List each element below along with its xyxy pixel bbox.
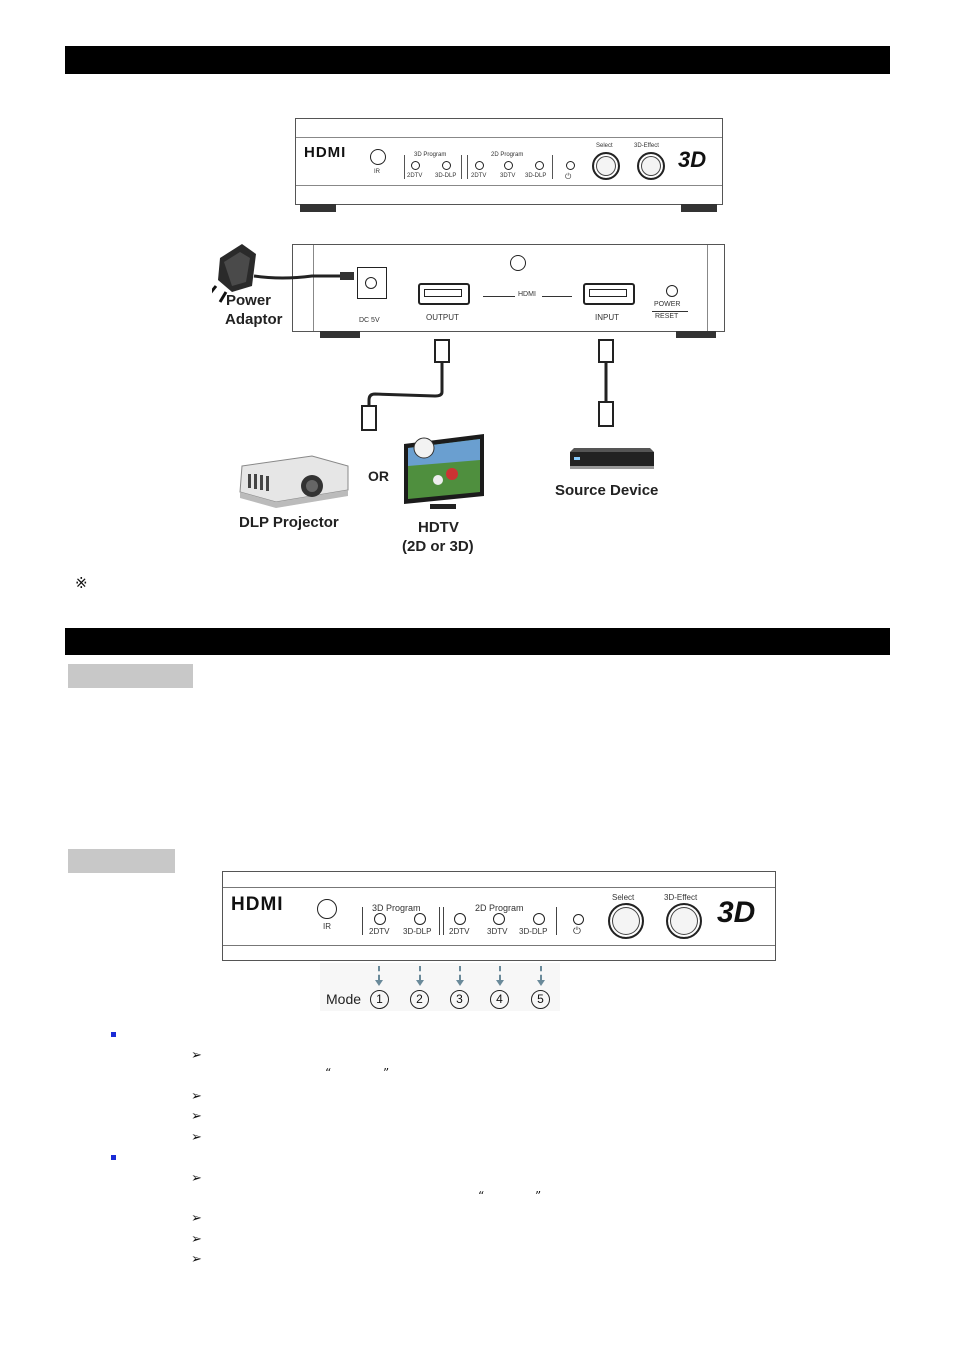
hdtv-icon [404,434,484,509]
arrow-bullet-icon: ➢ [191,1252,202,1267]
led-label-large-2: 3D-DLP [403,927,432,936]
hdmi-input-port [583,283,635,305]
arrow-bullet-icon: ➢ [191,1130,202,1145]
led-label-5: 3D-DLP [525,173,547,179]
screw-icon [510,255,526,271]
led-label-2: 3D-DLP [435,173,457,179]
power-label: POWER [654,301,681,308]
dc-jack [357,267,387,299]
arrow-bullet-icon: ➢ [191,1048,202,1063]
bullet-square-1 [111,1032,116,1037]
dlp-projector-icon [239,455,349,508]
power-reset-button[interactable] [666,285,678,297]
arrow-bullet-icon: ➢ [191,1211,202,1226]
led-2d-2dtv [475,161,484,170]
led-label-large-4: 3DTV [487,927,508,936]
power-symbol-icon-large: ⏻ [573,926,581,937]
mode-number-4: 4 [490,990,509,1009]
hdtv-label-2: (2D or 3D) [402,538,474,555]
source-device-label: Source Device [555,482,659,499]
hdmi-cables [361,339,614,431]
3d-logo-icon-large: 3D [717,896,756,929]
mode-number-1: 1 [370,990,389,1009]
section-header-bar-1 [65,46,890,74]
quote-close: ” [383,1066,390,1080]
front-panel-small: HDMI IR 3D Program 2D Program 2DTV 3D-DL… [295,118,723,205]
led-label-3: 2DTV [471,173,487,179]
ir-sensor [370,149,386,165]
3d-logo-icon: 3D [678,147,707,172]
quote-close: ” [535,1189,542,1203]
rear-panel: DC 5V OUTPUT HDMI INPUT POWER RESET [292,244,725,332]
reset-label: RESET [655,313,679,320]
led-2d-3dtv [504,161,513,170]
hdmi-logo: HDMI [304,144,347,161]
group-2d-label: 2D Program [491,152,524,158]
select-label: Select [596,143,613,149]
section-header-bar-2 [65,628,890,655]
quote-open: “ [325,1066,332,1080]
hdmi-logo-large: HDMI [231,894,284,915]
led-3d-2dtv [411,161,420,170]
bullet-square-2 [111,1155,116,1160]
led-mode-1 [374,913,386,925]
power-led [566,161,575,170]
select-button[interactable] [592,152,620,180]
power-symbol-icon: ⏻ [565,172,572,181]
group-2d-label-large: 2D Program [475,903,524,913]
effect-label-large: 3D-Effect [664,893,698,902]
input-label: INPUT [595,313,619,322]
arrow-bullet-icon: ➢ [191,1232,202,1247]
dlp-projector-label: DLP Projector [239,514,339,531]
hdmi-label: HDMI [518,291,536,298]
arrow-bullet-icon: ➢ [191,1171,202,1186]
dc-label: DC 5V [359,317,380,324]
power-adaptor-label-2: Adaptor [225,311,283,328]
led-mode-2 [414,913,426,925]
ir-sensor-large [317,899,337,919]
ir-label-large: IR [323,922,331,931]
note-symbol: ※ [75,574,88,592]
led-mode-3 [454,913,466,925]
effect-label: 3D-Effect [634,143,659,149]
led-label-large-3: 2DTV [449,927,470,936]
hdtv-label-1: HDTV [418,519,459,536]
output-label: OUTPUT [426,313,459,322]
mode-number-5: 5 [531,990,550,1009]
select-button-large[interactable] [608,903,644,939]
3d-effect-button-large[interactable] [666,903,702,939]
led-2d-3ddlp [535,161,544,170]
front-panel-large: HDMI IR 3D Program 2D Program 2DTV 3D-DL… [222,871,776,961]
mode-number-2: 2 [410,990,429,1009]
led-label-4: 3DTV [500,173,516,179]
arrow-bullet-icon: ➢ [191,1109,202,1124]
section-tab-1 [68,664,193,688]
power-adaptor-icon [212,244,354,303]
group-3d-label: 3D Program [414,152,447,158]
led-label-large-1: 2DTV [369,927,390,936]
select-label-large: Select [612,893,635,902]
power-adaptor-label-1: Power [226,292,272,309]
led-label-large-5: 3D-DLP [519,927,548,936]
led-label-1: 2DTV [407,173,423,179]
ir-label: IR [374,169,380,175]
section-tab-2 [68,849,175,873]
led-mode-4 [493,913,505,925]
mode-number-3: 3 [450,990,469,1009]
mode-row [320,963,560,1011]
quote-open: “ [478,1189,485,1203]
led-3d-dlp [442,161,451,170]
power-led-large [573,914,584,925]
3d-effect-button[interactable] [637,152,665,180]
hdmi-output-port [418,283,470,305]
arrow-bullet-icon: ➢ [191,1089,202,1104]
mode-label: Mode [326,991,362,1007]
led-mode-5 [533,913,545,925]
or-label: OR [368,468,389,484]
source-device-icon [570,448,654,469]
group-3d-label-large: 3D Program [372,903,421,913]
